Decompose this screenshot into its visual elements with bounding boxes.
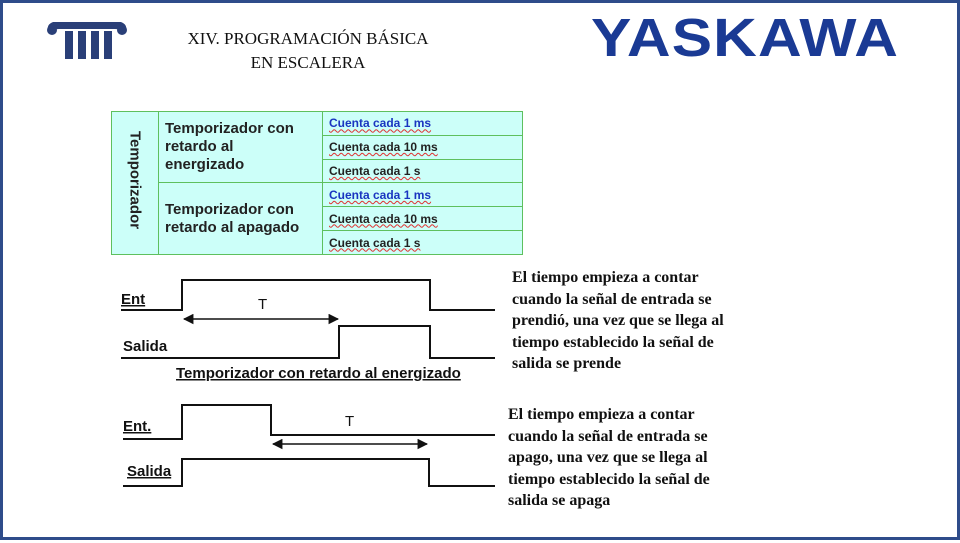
on-delay-output-signal: [121, 325, 495, 359]
option-cell: Cuenta cada 10 ms: [322, 134, 523, 160]
option-cell: Cuenta cada 1 ms: [322, 182, 523, 208]
table-row-header: Temporizador: [111, 111, 159, 255]
table-row: Temporizador con retardo al apagado Cuen…: [112, 182, 523, 255]
yaskawa-logo: YASKAWA: [591, 8, 900, 68]
option-cell: Cuenta cada 10 ms: [322, 206, 523, 232]
on-delay-output-label: Salida: [123, 338, 168, 355]
off-delay-time-label: T: [345, 413, 354, 430]
on-delay-diagram: Ent T Salida Temporizador con retardo al…: [121, 279, 495, 382]
option-label: Cuenta cada 1 ms: [329, 187, 432, 202]
off-delay-output-signal: [123, 458, 495, 487]
table-row: Temporizador Temporizador con retardo al…: [111, 110, 523, 255]
row-header-label: Temporizador: [126, 131, 144, 230]
option-label: Cuenta cada 1 s: [329, 164, 421, 179]
on-delay-explanation: El tiempo empieza a contar cuando la señ…: [512, 269, 724, 372]
off-delay-diagram: Ent. T Salida: [123, 404, 495, 487]
off-delay-input-signal: [123, 404, 495, 440]
off-delay-explanation: El tiempo empieza a contar cuando la señ…: [508, 406, 710, 509]
off-delay-output-label: Salida: [127, 463, 172, 480]
option-cell: Cuenta cada 1 s: [322, 230, 523, 255]
option-label: Cuenta cada 10 ms: [329, 211, 438, 226]
option-label: Cuenta cada 1 ms: [329, 116, 432, 131]
option-label: Cuenta cada 10 ms: [329, 140, 438, 155]
timing-diagrams: Ent T Salida Temporizador con retardo al…: [121, 279, 495, 487]
timer-type-on-delay: Temporizador con retardo al energizado: [158, 110, 323, 184]
table-row: Cuenta cada 10 ms: [112, 134, 523, 160]
slide-title: XIV. PROGRAMACIÓN BÁSICA EN ESCALERA: [187, 29, 429, 72]
table-row: Cuenta cada 10 ms: [112, 206, 523, 232]
column-logo-icon: [47, 22, 127, 59]
on-delay-input-label: Ent: [121, 291, 145, 308]
on-delay-input-signal: [121, 279, 495, 311]
option-cell: Cuenta cada 1 ms: [322, 111, 523, 136]
on-delay-time-label: T: [258, 296, 267, 313]
option-label: Cuenta cada 1 s: [329, 235, 421, 250]
table-row: Cuenta cada 1 s: [112, 230, 523, 255]
timer-types-table: Temporizador Temporizador con retardo al…: [111, 110, 523, 255]
timer-type-off-delay: Temporizador con retardo al apagado: [158, 182, 323, 255]
on-delay-caption: Temporizador con retardo al energizado: [176, 365, 461, 382]
off-delay-input-label: Ent.: [123, 418, 151, 435]
